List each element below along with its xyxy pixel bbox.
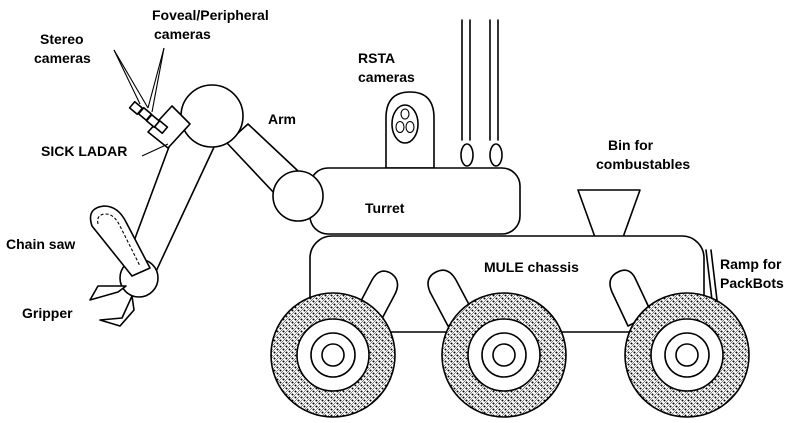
- labels: Stereo cameras Foveal/Peripheral cameras…: [6, 7, 784, 321]
- label-foveal-cameras-1: Foveal/Peripheral: [152, 7, 269, 23]
- antenna-masts: [460, 19, 503, 167]
- label-rsta-cameras-1: RSTA: [358, 50, 395, 66]
- label-stereo-cameras-2: cameras: [34, 50, 91, 66]
- label-ramp-1: Ramp for: [720, 256, 782, 272]
- leader-lines: [113, 47, 169, 157]
- label-mule-chassis: MULE chassis: [484, 259, 579, 275]
- label-chain-saw: Chain saw: [6, 236, 75, 252]
- label-turret: Turret: [365, 200, 405, 216]
- gripper: [89, 285, 135, 327]
- label-rsta-cameras-2: cameras: [358, 69, 415, 85]
- label-stereo-cameras-1: Stereo: [40, 31, 84, 47]
- combustables-bin: [577, 189, 641, 241]
- label-ramp-2: PackBots: [720, 275, 784, 291]
- chain-saw: [89, 205, 151, 277]
- turret: [309, 167, 521, 235]
- label-gripper: Gripper: [22, 305, 73, 321]
- wheel-rear: [270, 292, 396, 418]
- wheel-front: [624, 292, 750, 418]
- label-foveal-cameras-2: cameras: [154, 26, 211, 42]
- label-arm: Arm: [268, 111, 296, 127]
- packbot-ramp: [705, 249, 718, 301]
- label-bin-1: Bin for: [608, 137, 654, 153]
- robot-arm: [119, 84, 324, 298]
- wheel-middle: [441, 292, 567, 418]
- rsta-camera-mast: [385, 91, 435, 169]
- label-bin-2: combustables: [596, 156, 690, 172]
- sensor-head: [128, 100, 191, 149]
- label-sick-ladar: SICK LADAR: [41, 143, 127, 159]
